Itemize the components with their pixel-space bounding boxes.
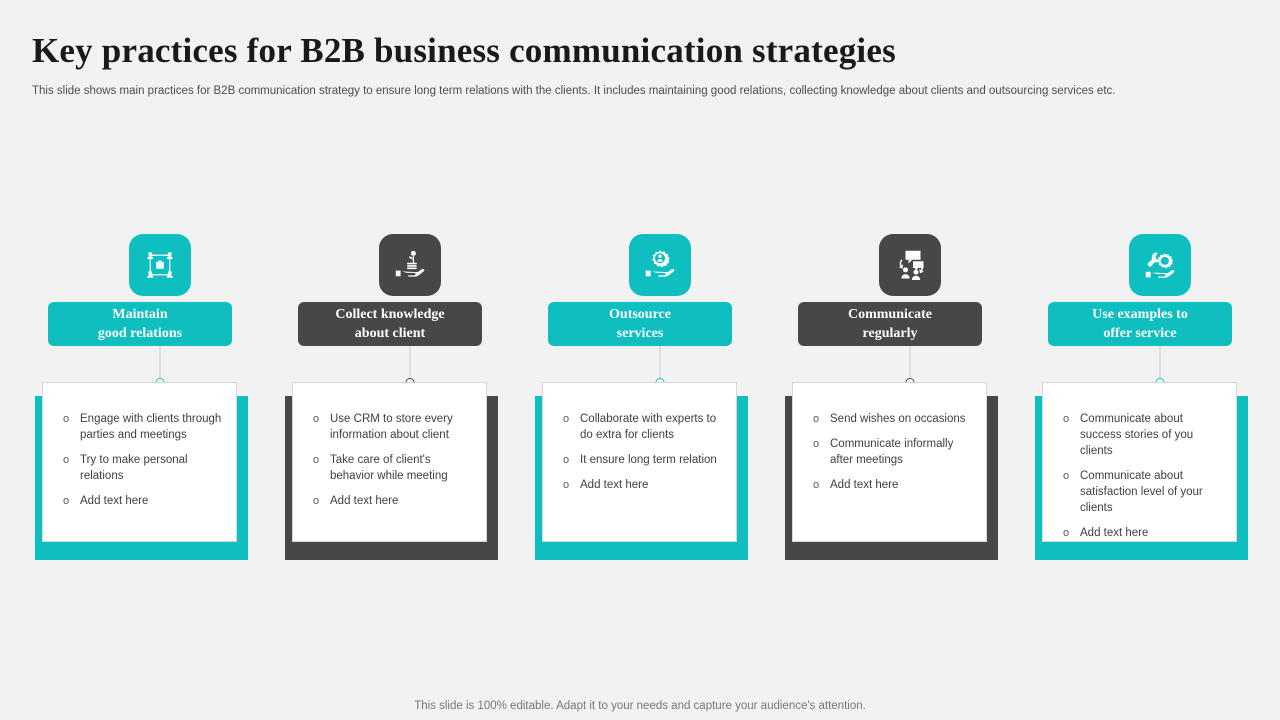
- practice-bullet: Engage with clients through parties and …: [55, 411, 226, 443]
- practice-title-line2: services: [616, 326, 664, 341]
- practice-title-badge[interactable]: Outsource services: [548, 302, 732, 346]
- people-speech-bubbles-icon: [892, 247, 928, 283]
- icon-tile[interactable]: [379, 234, 441, 296]
- connector-line: [1159, 346, 1161, 383]
- hand-coins-growth-icon: [392, 247, 428, 283]
- practice-title-badge[interactable]: Collect knowledge about client: [298, 302, 482, 346]
- practice-column: Communicate regularly Send wishes on occ…: [785, 234, 1035, 574]
- practice-card-wrap: Collaborate with experts to do extra for…: [535, 382, 785, 568]
- practice-bullet: Add text here: [305, 493, 476, 509]
- practice-bullet-list: Engage with clients through parties and …: [43, 383, 236, 509]
- icon-tile[interactable]: [129, 234, 191, 296]
- practice-title-line2: regularly: [862, 326, 918, 341]
- icon-tile[interactable]: [629, 234, 691, 296]
- practice-card[interactable]: Collaborate with experts to do extra for…: [542, 382, 737, 542]
- practice-column: Use examples to offer service Communicat…: [1035, 234, 1280, 574]
- practice-card-wrap: Communicate about success stories of you…: [1035, 382, 1280, 568]
- practice-title-line2: good relations: [97, 326, 183, 341]
- hand-gear-person-icon: [642, 247, 678, 283]
- connector-line: [159, 346, 161, 383]
- practice-column: Maintain good relations Engage with clie…: [35, 234, 285, 574]
- practice-column: Outsource services Collaborate with expe…: [535, 234, 785, 574]
- network-people-briefcase-icon: [142, 247, 178, 283]
- practice-title-line1: Collect knowledge: [335, 307, 445, 322]
- practice-bullet: Add text here: [555, 477, 726, 493]
- practice-bullet: Try to make personal relations: [55, 452, 226, 484]
- practice-bullet: Collaborate with experts to do extra for…: [555, 411, 726, 443]
- icon-tile[interactable]: [1129, 234, 1191, 296]
- practice-title-line1: Maintain: [112, 307, 168, 322]
- practice-bullet: Communicate about satisfaction level of …: [1055, 468, 1226, 516]
- practice-title-badge[interactable]: Use examples to offer service: [1048, 302, 1232, 346]
- practice-bullet-list: Collaborate with experts to do extra for…: [543, 383, 736, 493]
- practice-card[interactable]: Communicate about success stories of you…: [1042, 382, 1237, 542]
- slide-footer: This slide is 100% editable. Adapt it to…: [414, 700, 866, 712]
- practice-columns: Maintain good relations Engage with clie…: [0, 234, 1280, 574]
- practice-title-badge[interactable]: Communicate regularly: [798, 302, 982, 346]
- practice-bullet: Add text here: [55, 493, 226, 509]
- hand-wrench-gear-icon: [1142, 247, 1178, 283]
- practice-bullet: Communicate informally after meetings: [805, 436, 976, 468]
- practice-card-wrap: Engage with clients through parties and …: [35, 382, 285, 568]
- practice-card-wrap: Use CRM to store every information about…: [285, 382, 535, 568]
- practice-bullet: Add text here: [1055, 525, 1226, 541]
- practice-card[interactable]: Use CRM to store every information about…: [292, 382, 487, 542]
- practice-bullet: It ensure long term relation: [555, 452, 726, 468]
- icon-tile[interactable]: [879, 234, 941, 296]
- practice-card[interactable]: Send wishes on occasions Communicate inf…: [792, 382, 987, 542]
- practice-bullet-list: Communicate about success stories of you…: [1043, 383, 1236, 541]
- practice-bullet: Use CRM to store every information about…: [305, 411, 476, 443]
- practice-title-line1: Communicate: [848, 307, 932, 322]
- practice-bullet: Add text here: [805, 477, 976, 493]
- practice-card[interactable]: Engage with clients through parties and …: [42, 382, 237, 542]
- practice-title-line2: about client: [354, 326, 426, 341]
- practice-title-badge[interactable]: Maintain good relations: [48, 302, 232, 346]
- connector-line: [659, 346, 661, 383]
- practice-bullet: Send wishes on occasions: [805, 411, 976, 427]
- practice-title-line1: Outsource: [609, 307, 671, 322]
- connector-line: [409, 346, 411, 383]
- practice-title-line1: Use examples to: [1092, 307, 1188, 322]
- practice-bullet: Take care of client's behavior while mee…: [305, 452, 476, 484]
- practice-card-wrap: Send wishes on occasions Communicate inf…: [785, 382, 1035, 568]
- practice-title-line2: offer service: [1103, 326, 1177, 341]
- slide-title: Key practices for B2B business communica…: [32, 31, 896, 70]
- practice-bullet: Communicate about success stories of you…: [1055, 411, 1226, 459]
- connector-line: [909, 346, 911, 383]
- practice-bullet-list: Use CRM to store every information about…: [293, 383, 486, 509]
- slide-subtitle: This slide shows main practices for B2B …: [32, 85, 1116, 97]
- practice-bullet-list: Send wishes on occasions Communicate inf…: [793, 383, 986, 493]
- practice-column: Collect knowledge about client Use CRM t…: [285, 234, 535, 574]
